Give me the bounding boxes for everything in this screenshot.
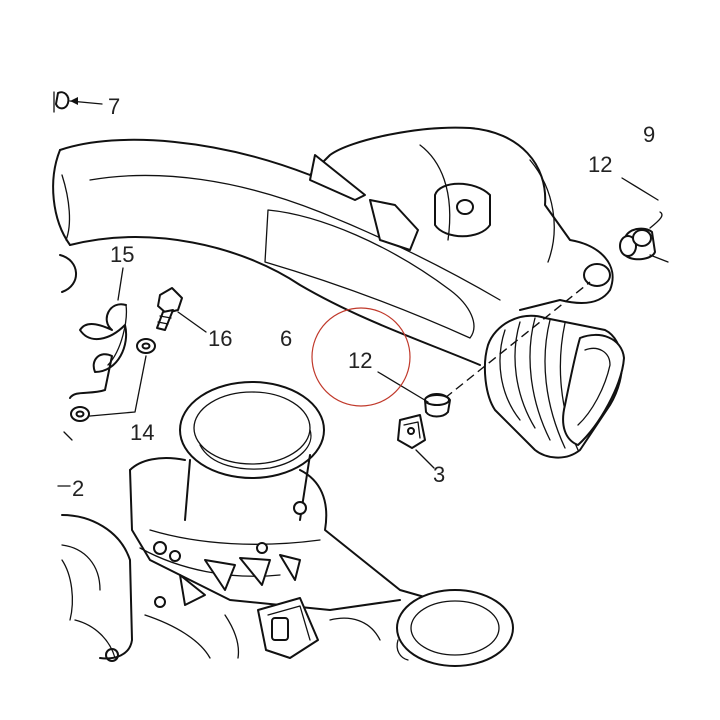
leader-line-15 bbox=[117, 267, 124, 301]
callout-12-top: 12 bbox=[588, 152, 612, 177]
leader-line-12-mid bbox=[377, 371, 429, 403]
part-15-spring-clip[interactable] bbox=[69, 303, 128, 399]
leader-line-16 bbox=[177, 311, 207, 333]
callout-9: 9 bbox=[643, 122, 655, 147]
part-3-clip-nut[interactable] bbox=[397, 414, 426, 449]
callout-12-mid: 12 bbox=[348, 348, 372, 373]
engine-frame-assembly bbox=[61, 457, 514, 667]
leader-line-14 bbox=[89, 355, 147, 417]
leader-line-3 bbox=[415, 449, 435, 469]
callout-14: 14 bbox=[130, 420, 154, 445]
callout-7: 7 bbox=[108, 94, 120, 119]
part-16-bolt[interactable] bbox=[156, 287, 183, 331]
part-7-bolt-head[interactable] bbox=[53, 91, 70, 113]
callout-6: 6 bbox=[280, 326, 292, 351]
left-edge-mark bbox=[63, 431, 73, 441]
part-12-grommet-top[interactable] bbox=[619, 211, 669, 263]
alignment-dashed-line bbox=[444, 281, 591, 399]
callout-3: 3 bbox=[433, 462, 445, 487]
callout-15: 15 bbox=[110, 242, 134, 267]
left-housing-remnant bbox=[59, 254, 77, 293]
intake-funnel[interactable] bbox=[179, 381, 325, 521]
part-12-grommet-mid[interactable] bbox=[424, 393, 451, 418]
part-14-washer-upper[interactable] bbox=[136, 338, 156, 354]
air-duct-part-6[interactable] bbox=[52, 126, 614, 366]
callout-16: 16 bbox=[208, 326, 232, 351]
leader-arrow-7 bbox=[70, 97, 78, 105]
rubber-boot[interactable] bbox=[483, 314, 625, 459]
part-14-washer-lower[interactable] bbox=[70, 406, 90, 422]
callout-2: 2 bbox=[72, 476, 84, 501]
leader-line-12-top bbox=[621, 177, 659, 201]
highlight-circle bbox=[311, 307, 411, 407]
